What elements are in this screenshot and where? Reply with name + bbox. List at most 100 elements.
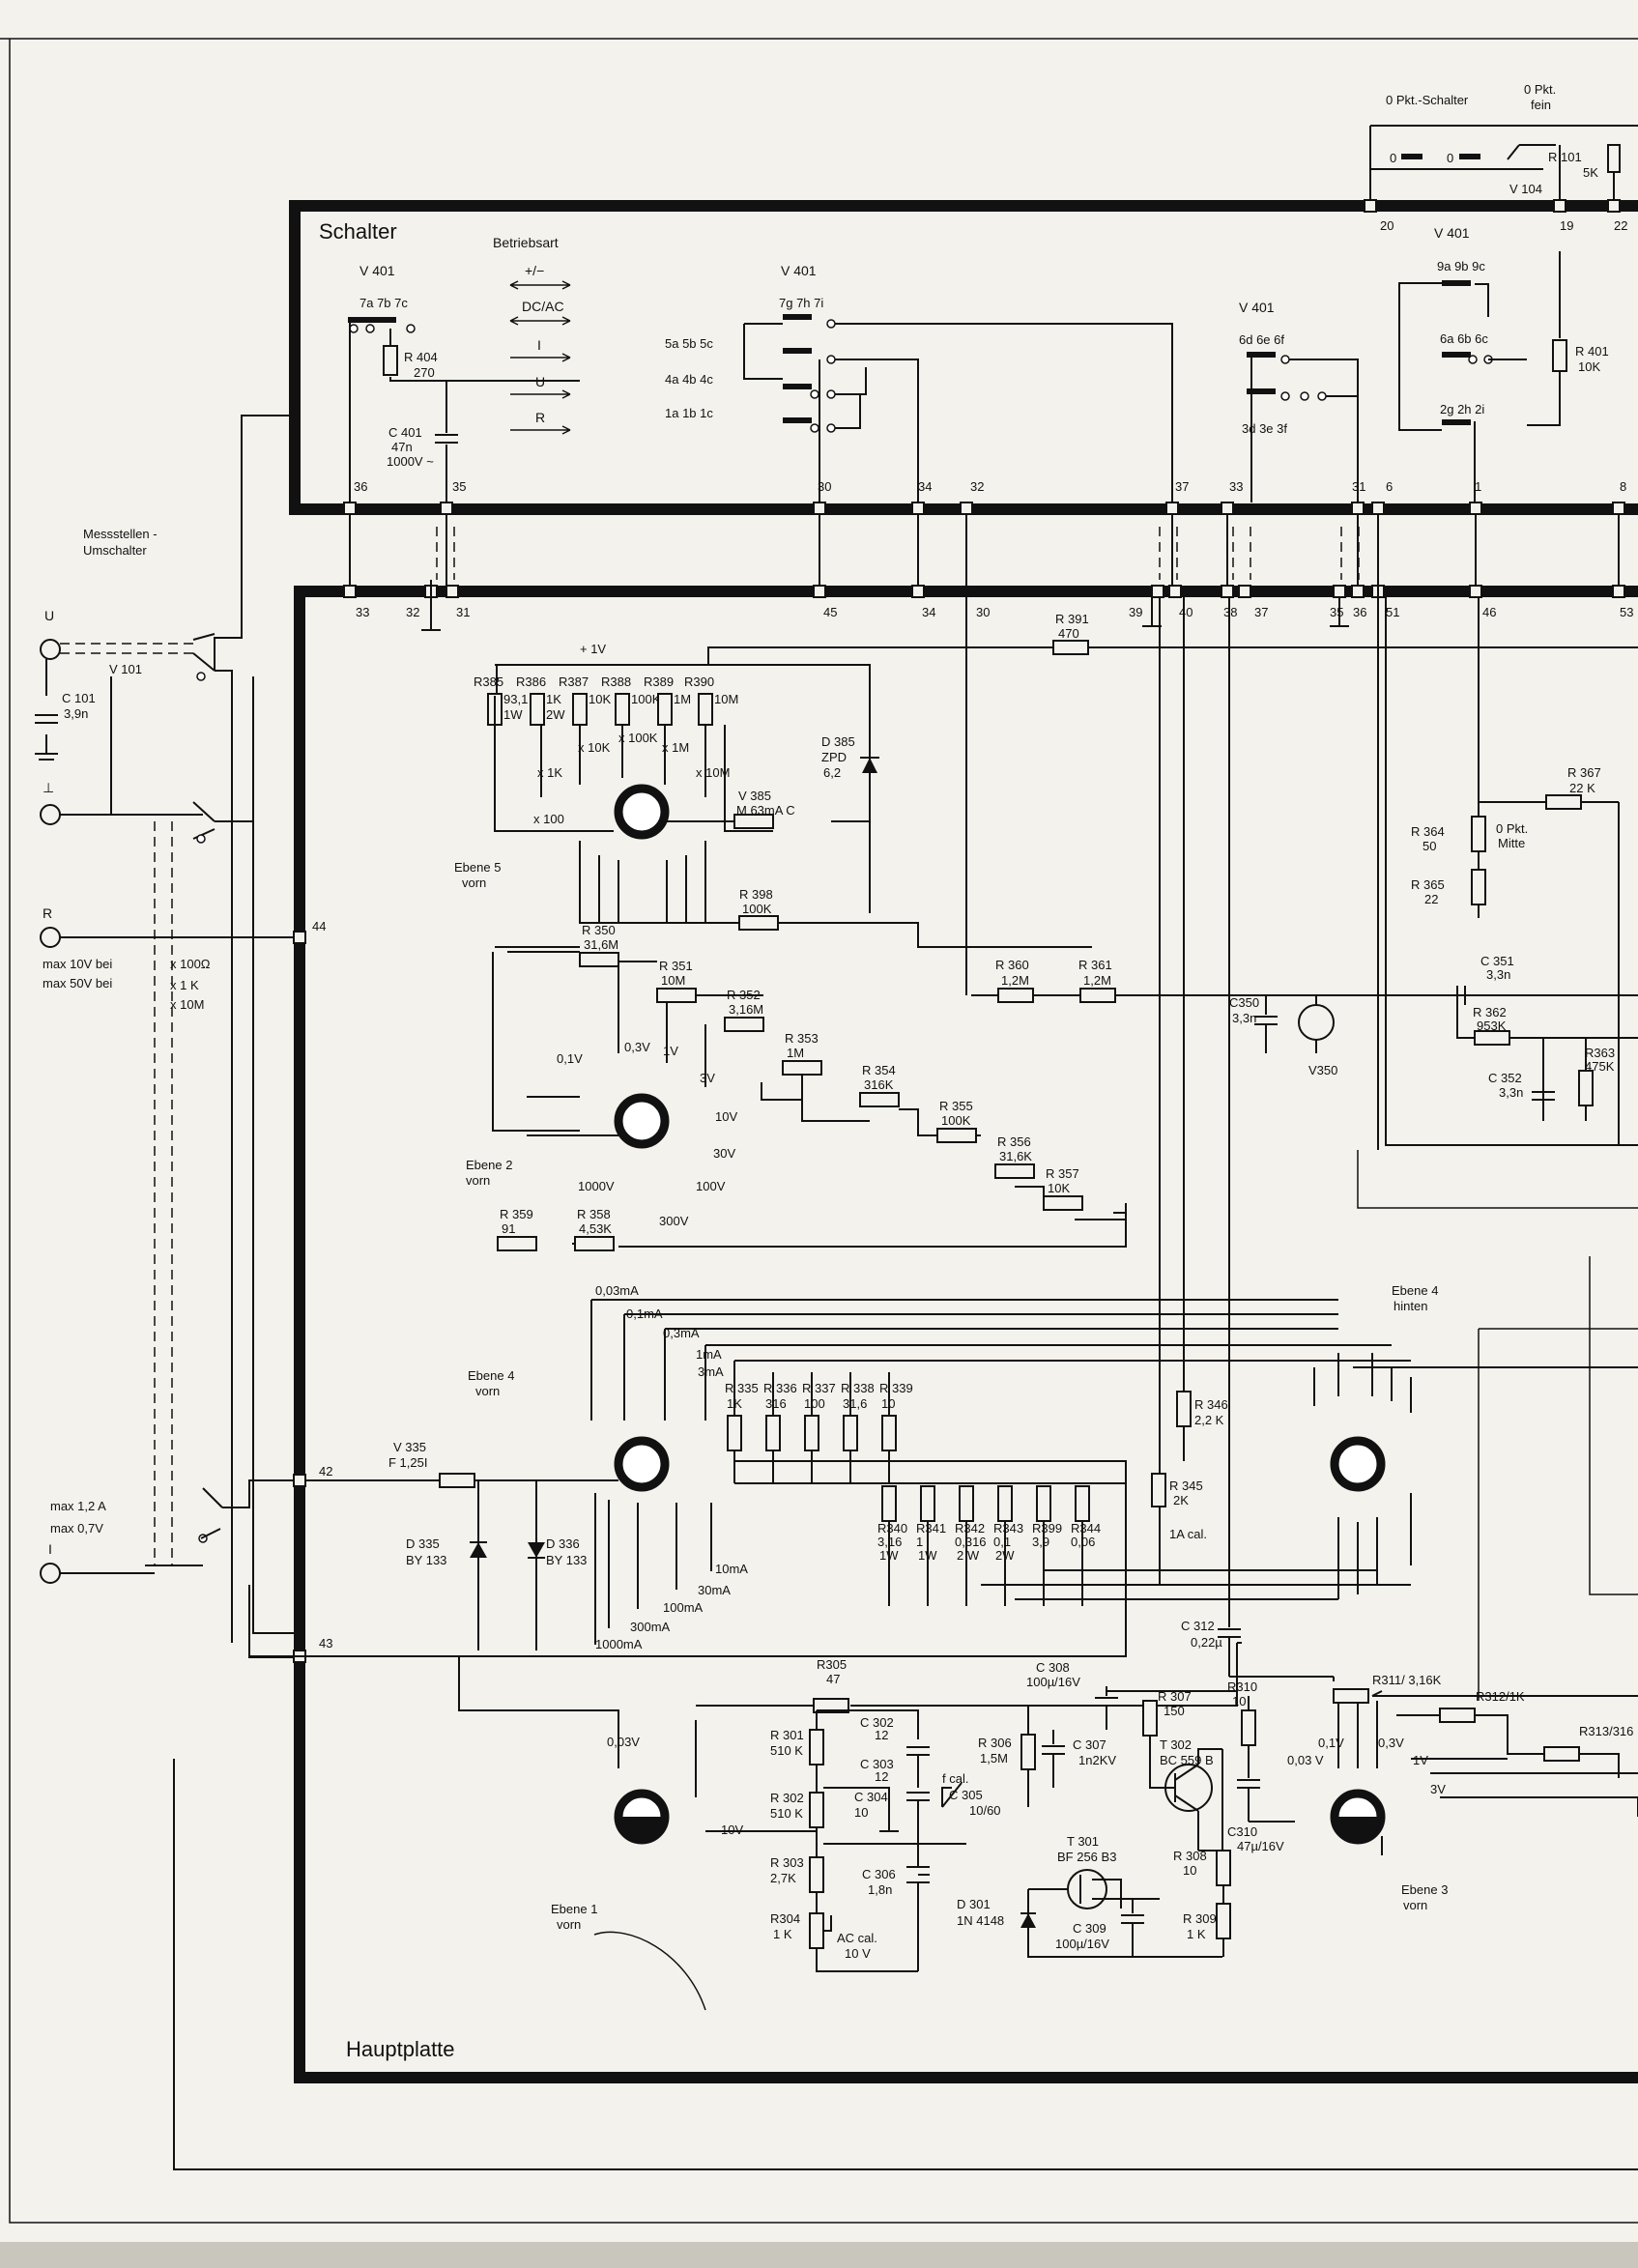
hauptplatte-pin-row: 33 32 31 45 34 30 39 40 38 37 35 36 51 4… [356, 605, 1633, 619]
v401-group-7ghi: V 401 7g 7h 7i 5a 5b 5c 4a 4b 4c 1a 1b 1… [665, 263, 1173, 502]
schalter-pin-36: 36 [354, 479, 367, 494]
ebene2-resistor-r356 [994, 1163, 1035, 1179]
r401-label: R 401 [1575, 344, 1609, 359]
top-pin-19: 19 [1560, 218, 1573, 233]
r305-value: 47 [826, 1672, 840, 1686]
ebene2-rotary-switch [614, 1093, 670, 1149]
hauptplatte-panel: Hauptplatte 33 32 31 45 34 30 39 40 38 3… [294, 514, 1638, 2083]
ebene4-range-0-3ma: 0,3mA [663, 1326, 700, 1340]
r401-resistor [1552, 339, 1567, 372]
r311-resistor [1333, 1688, 1369, 1704]
ebene2-resistor-value: 31,6M [584, 937, 618, 952]
v350-glow-lamp [1298, 1004, 1335, 1041]
ebene2-range-1v: 1V [663, 1044, 678, 1058]
mode-dcac: DC/AC [522, 299, 564, 314]
r363-resistor [1578, 1070, 1594, 1106]
r303-label: R 303 [770, 1855, 804, 1870]
shunt-r336 [765, 1415, 781, 1451]
shunt-label: R 335 [725, 1381, 759, 1395]
ebene5-resistor-rating: 2W [546, 707, 565, 722]
r364-potentiometer [1471, 816, 1486, 852]
r362-label: R 362 [1473, 1005, 1507, 1019]
r306-value: 1,5M [980, 1751, 1008, 1766]
contact-label-9abc: 9a 9b 9c [1437, 259, 1485, 273]
c308-label: C 308 [1036, 1660, 1070, 1675]
c307-label: C 307 [1073, 1737, 1106, 1752]
c312-label: C 312 [1181, 1619, 1215, 1633]
ebene2-resistor-r353 [782, 1060, 822, 1076]
haupt-pin-39: 39 [1129, 605, 1142, 619]
r367-label: R 367 [1567, 765, 1601, 780]
r404-resistor [383, 345, 398, 376]
ebene2-resistor-value: 316K [864, 1077, 894, 1092]
schalter-pin-32: 32 [970, 479, 984, 494]
r309-label: R 309 [1183, 1911, 1217, 1926]
haupt-pin-33: 33 [356, 605, 369, 619]
ebene5-ohm-selector: + 1V R38593,11WR3861K2WR38710KR388100KR3… [454, 612, 1638, 948]
r401-value: 10K [1578, 359, 1600, 374]
r307-label: R 307 [1158, 1689, 1192, 1704]
r404-label: R 404 [404, 350, 438, 364]
c308-value: 100µ/16V [1026, 1675, 1080, 1689]
ebene2-range-1000v: 1000V [578, 1179, 615, 1193]
shunt-label: R 336 [763, 1381, 797, 1395]
c312-value: 0,22µ [1191, 1635, 1222, 1650]
ebene2-resistor-value: 1M [787, 1046, 804, 1060]
ebene5-label: Ebene 5 [454, 860, 501, 875]
terminal-r-label: R [43, 905, 52, 921]
c310-label: C310 [1227, 1824, 1257, 1839]
ebene5-resistor-label: R386 [516, 675, 546, 689]
zero-pos-a: 0 [1390, 151, 1396, 165]
ebene5-range-x100: x 100 [533, 812, 564, 826]
r309-value: 1 K [1187, 1927, 1206, 1941]
r304-potentiometer [809, 1912, 824, 1949]
c302-label: C 302 [860, 1715, 894, 1730]
r346-resistor [1176, 1391, 1192, 1427]
ebene1-range-10v: 10V [721, 1823, 743, 1837]
shunt-r338 [843, 1415, 858, 1451]
r310-label: R310 [1227, 1679, 1257, 1694]
ebene3-range-0-03v: 0,03 V [1287, 1753, 1324, 1767]
shunt-label: R341 [916, 1521, 946, 1536]
r398-resistor [738, 915, 779, 931]
ebene2-range-0-3v: 0,3V [624, 1040, 650, 1054]
ebene5-resistor-value: 100K [631, 692, 661, 706]
u-max-10v: max 10V bei [43, 957, 112, 971]
shunt-label: R343 [993, 1521, 1023, 1536]
shunt-r335 [727, 1415, 742, 1451]
ebene5-range-x1m: x 1M [662, 740, 689, 755]
haupt-pin-35: 35 [1330, 605, 1343, 619]
ebene3-label-vorn: vorn [1403, 1898, 1427, 1912]
supply-plus-1v: + 1V [580, 642, 606, 656]
r363-value: 475K [1585, 1059, 1615, 1074]
t301-label: T 301 [1067, 1834, 1099, 1849]
shunt-value: 316 [765, 1396, 787, 1411]
ebene5-label-vorn: vorn [462, 876, 486, 890]
ebene4-range-1000ma: 1000mA [595, 1637, 643, 1651]
top-pin-20: 20 [1380, 218, 1394, 233]
ebene2-resistor-value: 10M [661, 973, 685, 988]
ebene5-range-x10m: x 10M [696, 765, 730, 780]
ebene2-resistor-value: 4,53K [579, 1221, 612, 1236]
terminal-u [40, 639, 61, 660]
r360-label: R 360 [995, 958, 1029, 972]
c306-value: 1,8n [868, 1882, 892, 1897]
ebene2-range-10v: 10V [715, 1109, 737, 1124]
ebene4-rear-rotary-switch [1330, 1436, 1386, 1492]
terminal-u-label: U [44, 608, 54, 623]
v401-group-6def: V 401 6d 6e 6f 3d 3e 3f [1239, 300, 1359, 502]
ebene5-resistor-value: 10M [714, 692, 738, 706]
ebene2-label-vorn: vorn [466, 1173, 490, 1188]
ebene2-resistor-value: 10K [1048, 1181, 1070, 1195]
shunt-value: 0,316 [955, 1535, 987, 1549]
schalter-pin-35: 35 [452, 479, 466, 494]
betriebsart-legend: Betriebsart +/− DC/AC I U R [493, 235, 571, 435]
c401-voltage: 1000V ~ [387, 454, 434, 469]
ebene5-resistor-label: R385 [474, 675, 503, 689]
r308-label: R 308 [1173, 1849, 1207, 1863]
r101-value: 5K [1583, 165, 1598, 180]
contact-label-3def: 3d 3e 3f [1242, 421, 1287, 436]
c352-value: 3,3n [1499, 1085, 1523, 1100]
ebene2-resistor-r350 [579, 952, 619, 967]
ebene2-resistor-value: 100K [941, 1113, 971, 1128]
